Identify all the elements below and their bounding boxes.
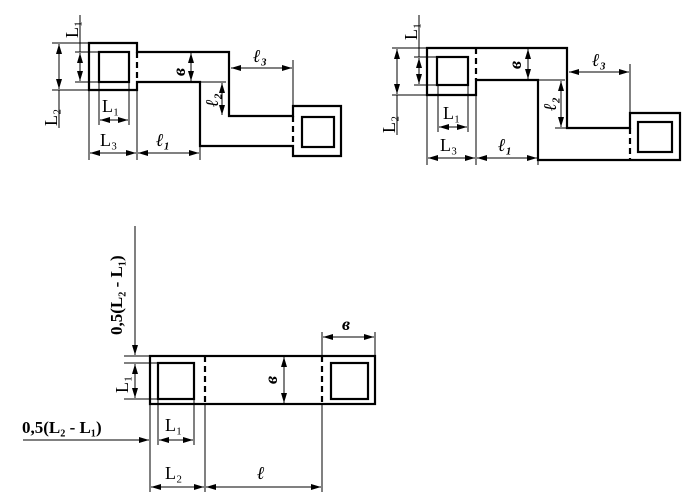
label-offset-vertical: 0,5(L₂ - L₁) xyxy=(107,255,126,335)
part-outline xyxy=(87,41,343,158)
dimension-lines xyxy=(52,15,294,160)
label-l1: ℓ₁ xyxy=(498,135,512,155)
dimension-lines xyxy=(23,226,376,492)
label-b: в xyxy=(169,68,189,76)
label-L1-horizontal: L₁ xyxy=(165,415,182,435)
terminal-hole-right xyxy=(329,361,370,401)
label-L2: L₂ xyxy=(165,463,182,483)
terminal-hole-left xyxy=(435,55,470,87)
label-l2: ℓ₂ xyxy=(202,93,222,107)
label-l1: ℓ₁ xyxy=(156,130,170,150)
label-L2: L₂ xyxy=(41,109,61,126)
label-L1-horizontal: L₁ xyxy=(102,96,119,116)
label-L1-vertical: L₁ xyxy=(401,23,421,40)
dimension-lines xyxy=(392,15,631,165)
label-L3: L₃ xyxy=(440,135,457,155)
terminal-hole-left xyxy=(156,361,196,401)
label-l: ℓ xyxy=(257,463,265,483)
label-L1-vertical: L₁ xyxy=(112,376,132,393)
label-l2: ℓ₂ xyxy=(540,97,560,111)
label-b-width: в xyxy=(261,376,281,384)
terminal-hole-left xyxy=(97,50,131,84)
label-offset-horizontal: 0,5(L₂ - L₁) xyxy=(22,418,102,437)
label-L3: L₃ xyxy=(100,130,117,150)
label-L2: L₂ xyxy=(379,116,399,133)
label-L1-vertical: L₁ xyxy=(62,21,82,38)
figure-top-right: L₁ L₂ L₁ L₃ ℓ₁ в ℓ₂ ℓ₃ xyxy=(379,15,682,165)
label-b-pad: в xyxy=(342,314,350,334)
terminal-hole-right xyxy=(300,115,336,149)
part-outline xyxy=(148,354,377,406)
label-l3: ℓ₃ xyxy=(592,50,606,70)
figure-bottom: 0,5(L₂ - L₁) L₁ 0,5(L₂ - L₁) L₁ L₂ ℓ в в xyxy=(22,226,377,492)
figure-top-left: L₁ L₂ L₁ L₃ ℓ₁ в ℓ₂ ℓ₃ xyxy=(41,15,343,160)
label-b: в xyxy=(505,61,525,69)
label-L1-horizontal: L₁ xyxy=(443,103,460,123)
label-l3: ℓ₃ xyxy=(253,46,267,66)
terminal-hole-right xyxy=(636,120,674,154)
